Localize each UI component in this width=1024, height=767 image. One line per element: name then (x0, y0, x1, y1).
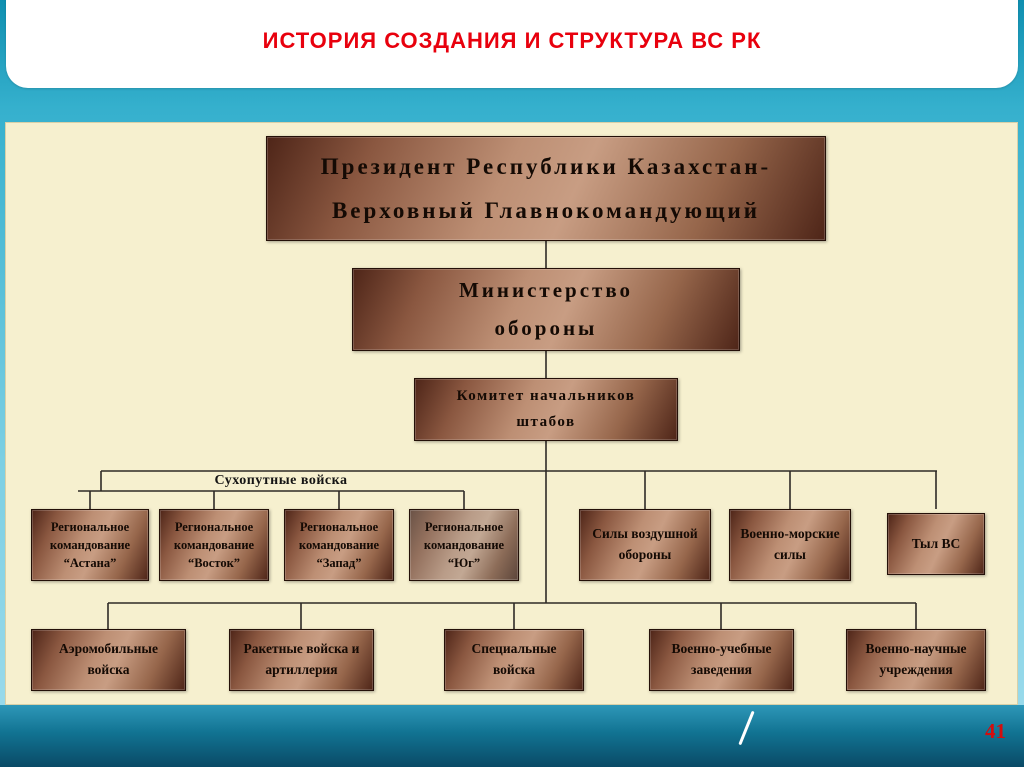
page-number: 41 (985, 719, 1006, 743)
node-rear-services: Тыл ВС (887, 513, 985, 575)
org-chart-panel: Президент Республики Казахстан- Верховны… (5, 122, 1018, 705)
node-military-scientific-institutions: Военно-научные учреждения (846, 629, 986, 691)
node-air-defense-forces: Силы воздушной обороны (579, 509, 711, 581)
node-ministry-of-defense: Министерство обороны (352, 268, 740, 351)
node-special-troops: Специальные войска (444, 629, 584, 691)
slash-mark (738, 710, 755, 746)
node-regional-command-vostok: Региональное командование “Восток” (159, 509, 269, 581)
node-president-line1: Президент Республики Казахстан- (320, 153, 772, 179)
node-ministry-line2: обороны (494, 315, 598, 340)
footer-bar: 41 (0, 705, 1024, 767)
slide-title: ИСТОРИЯ СОЗДАНИЯ И СТРУКТУРА ВС РК (262, 28, 762, 53)
node-committee-line2: штабов (516, 413, 576, 430)
node-naval-forces: Военно-морские силы (729, 509, 851, 581)
node-missile-troops-artillery: Ракетные войска и артиллерия (229, 629, 374, 691)
node-regional-command-astana: Региональное командование “Астана” (31, 509, 149, 581)
node-ministry-line1: Министерство (458, 277, 634, 302)
title-banner (6, 0, 1018, 88)
node-military-educational-institutions: Военно-учебные заведения (649, 629, 794, 691)
node-regional-command-yug: Региональное командование “Юг” (409, 509, 519, 581)
node-committee-of-chiefs-of-staff: Комитет начальников штабов (414, 378, 678, 441)
node-regional-command-zapad: Региональное командование “Запад” (284, 509, 394, 581)
node-president: Президент Республики Казахстан- Верховны… (266, 136, 826, 241)
node-committee-line1: Комитет начальников (456, 388, 636, 404)
ground-forces-label: Сухопутные войска (214, 473, 348, 488)
node-airmobile-troops: Аэромобильные войска (31, 629, 186, 691)
node-president-line2: Верховный Главнокомандующий (331, 197, 761, 223)
